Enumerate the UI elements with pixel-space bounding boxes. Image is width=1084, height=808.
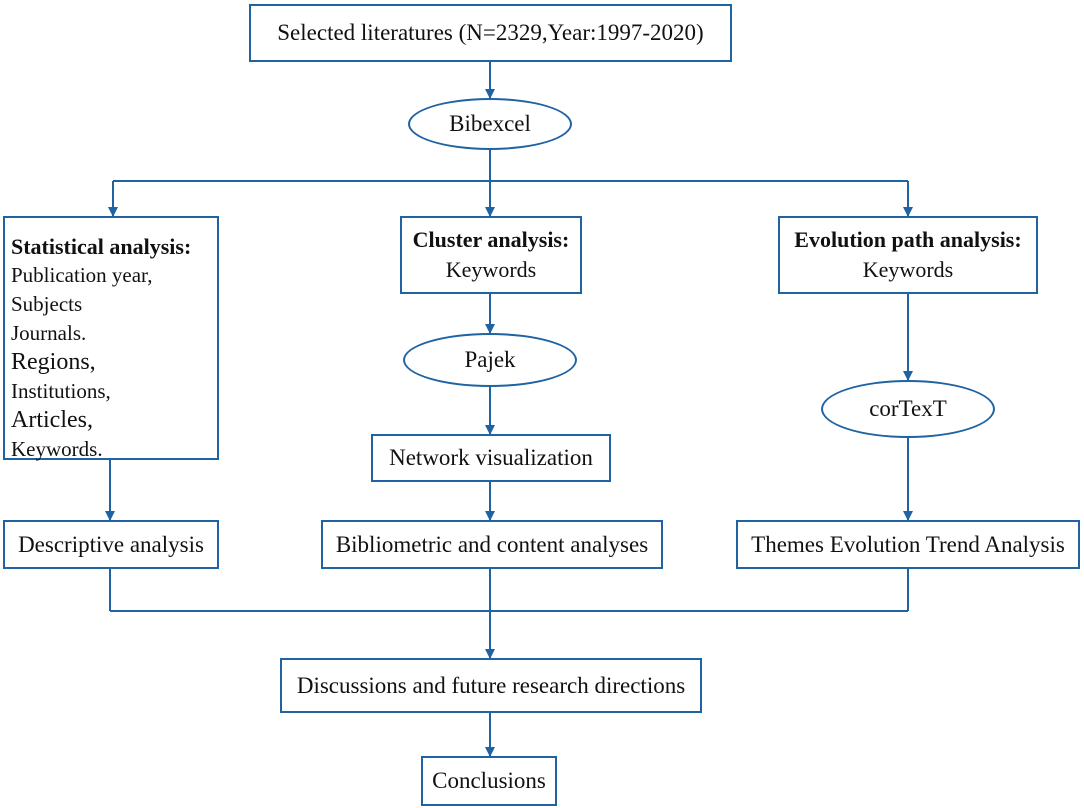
statistical-item-keywords: Keywords. bbox=[11, 437, 103, 461]
statistical-item-subjects: Subjects bbox=[11, 292, 83, 316]
statistical-item-publication-year: Publication year, bbox=[11, 263, 153, 287]
descriptive-analysis-box: Descriptive analysis bbox=[3, 520, 219, 569]
bibliometric-content-analyses-box: Bibliometric and content analyses bbox=[321, 520, 663, 569]
pajek-ellipse: Pajek bbox=[403, 333, 577, 387]
evolution-path-analysis-keywords: Keywords bbox=[862, 257, 954, 282]
statistical-item-institutions: Institutions, bbox=[11, 379, 111, 403]
conclusions-box: Conclusions bbox=[421, 756, 557, 806]
bibexcel-ellipse: Bibexcel bbox=[408, 98, 572, 150]
evolution-path-analysis-heading: Evolution path analysis: bbox=[794, 227, 1022, 252]
statistical-item-journals: Journals. bbox=[11, 321, 87, 345]
themes-evolution-trend-analysis-box: Themes Evolution Trend Analysis bbox=[736, 520, 1080, 569]
evolution-path-analysis-box: Evolution path analysis: Keywords bbox=[778, 216, 1038, 294]
network-visualization-box: Network visualization bbox=[371, 434, 611, 482]
statistical-item-regions: Regions, bbox=[11, 349, 96, 375]
statistical-item-articles: Articles, bbox=[11, 407, 93, 433]
cortext-ellipse: corTexT bbox=[821, 380, 995, 438]
statistical-analysis-heading: Statistical analysis: bbox=[11, 234, 192, 259]
cluster-analysis-box: Cluster analysis: Keywords bbox=[400, 216, 582, 294]
cluster-analysis-heading: Cluster analysis: bbox=[412, 227, 570, 252]
cluster-analysis-keywords: Keywords bbox=[445, 257, 537, 282]
selected-literatures-box: Selected literatures (N=2329,Year:1997-2… bbox=[249, 4, 732, 62]
statistical-analysis-box: Statistical analysis: Publication year, … bbox=[3, 216, 219, 461]
discussions-future-research-box: Discussions and future research directio… bbox=[280, 658, 702, 713]
